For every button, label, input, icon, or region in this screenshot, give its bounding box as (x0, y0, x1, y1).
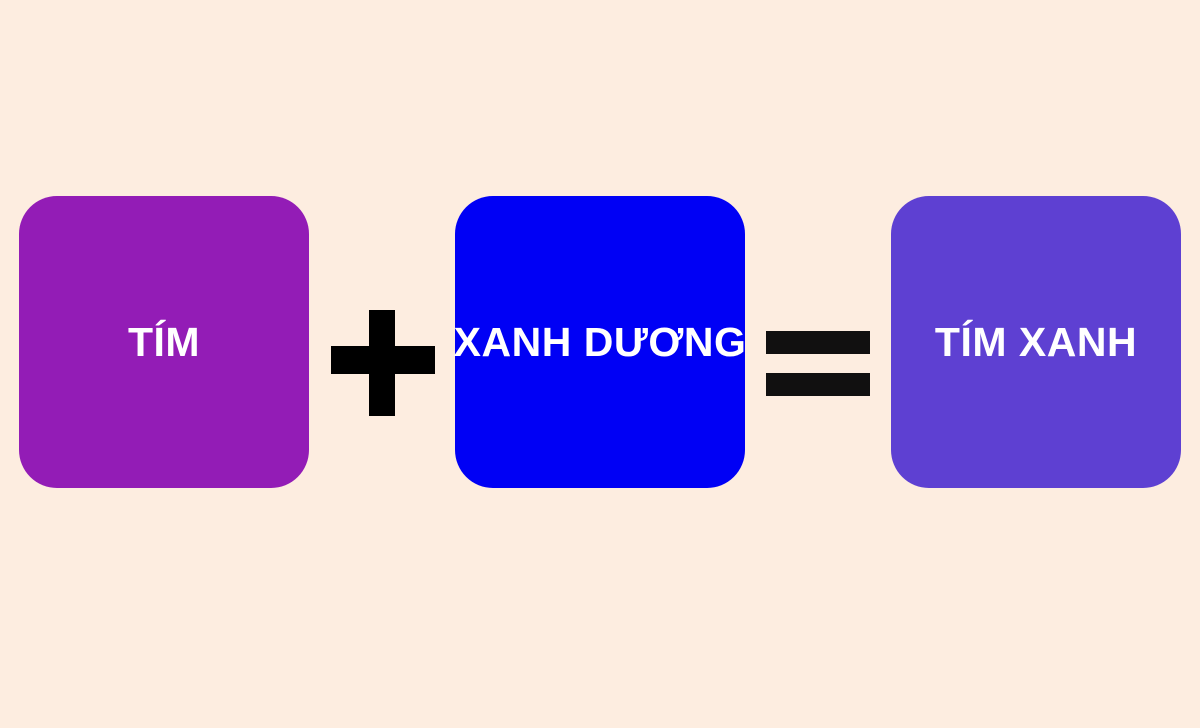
result-label: TÍM XANH (934, 318, 1138, 365)
equals-icon-top-bar (766, 331, 870, 354)
equals-icon-bottom-bar (766, 373, 870, 396)
purple-label: TÍM (127, 318, 201, 365)
blue-label: XANH DƯƠNG (453, 318, 747, 365)
result-color-tile: TÍM XANH (891, 196, 1181, 488)
blue-color-tile: XANH DƯƠNG (453, 196, 747, 488)
plus-icon-vertical-bar (369, 310, 395, 416)
purple-color-tile: TÍM (19, 196, 309, 488)
